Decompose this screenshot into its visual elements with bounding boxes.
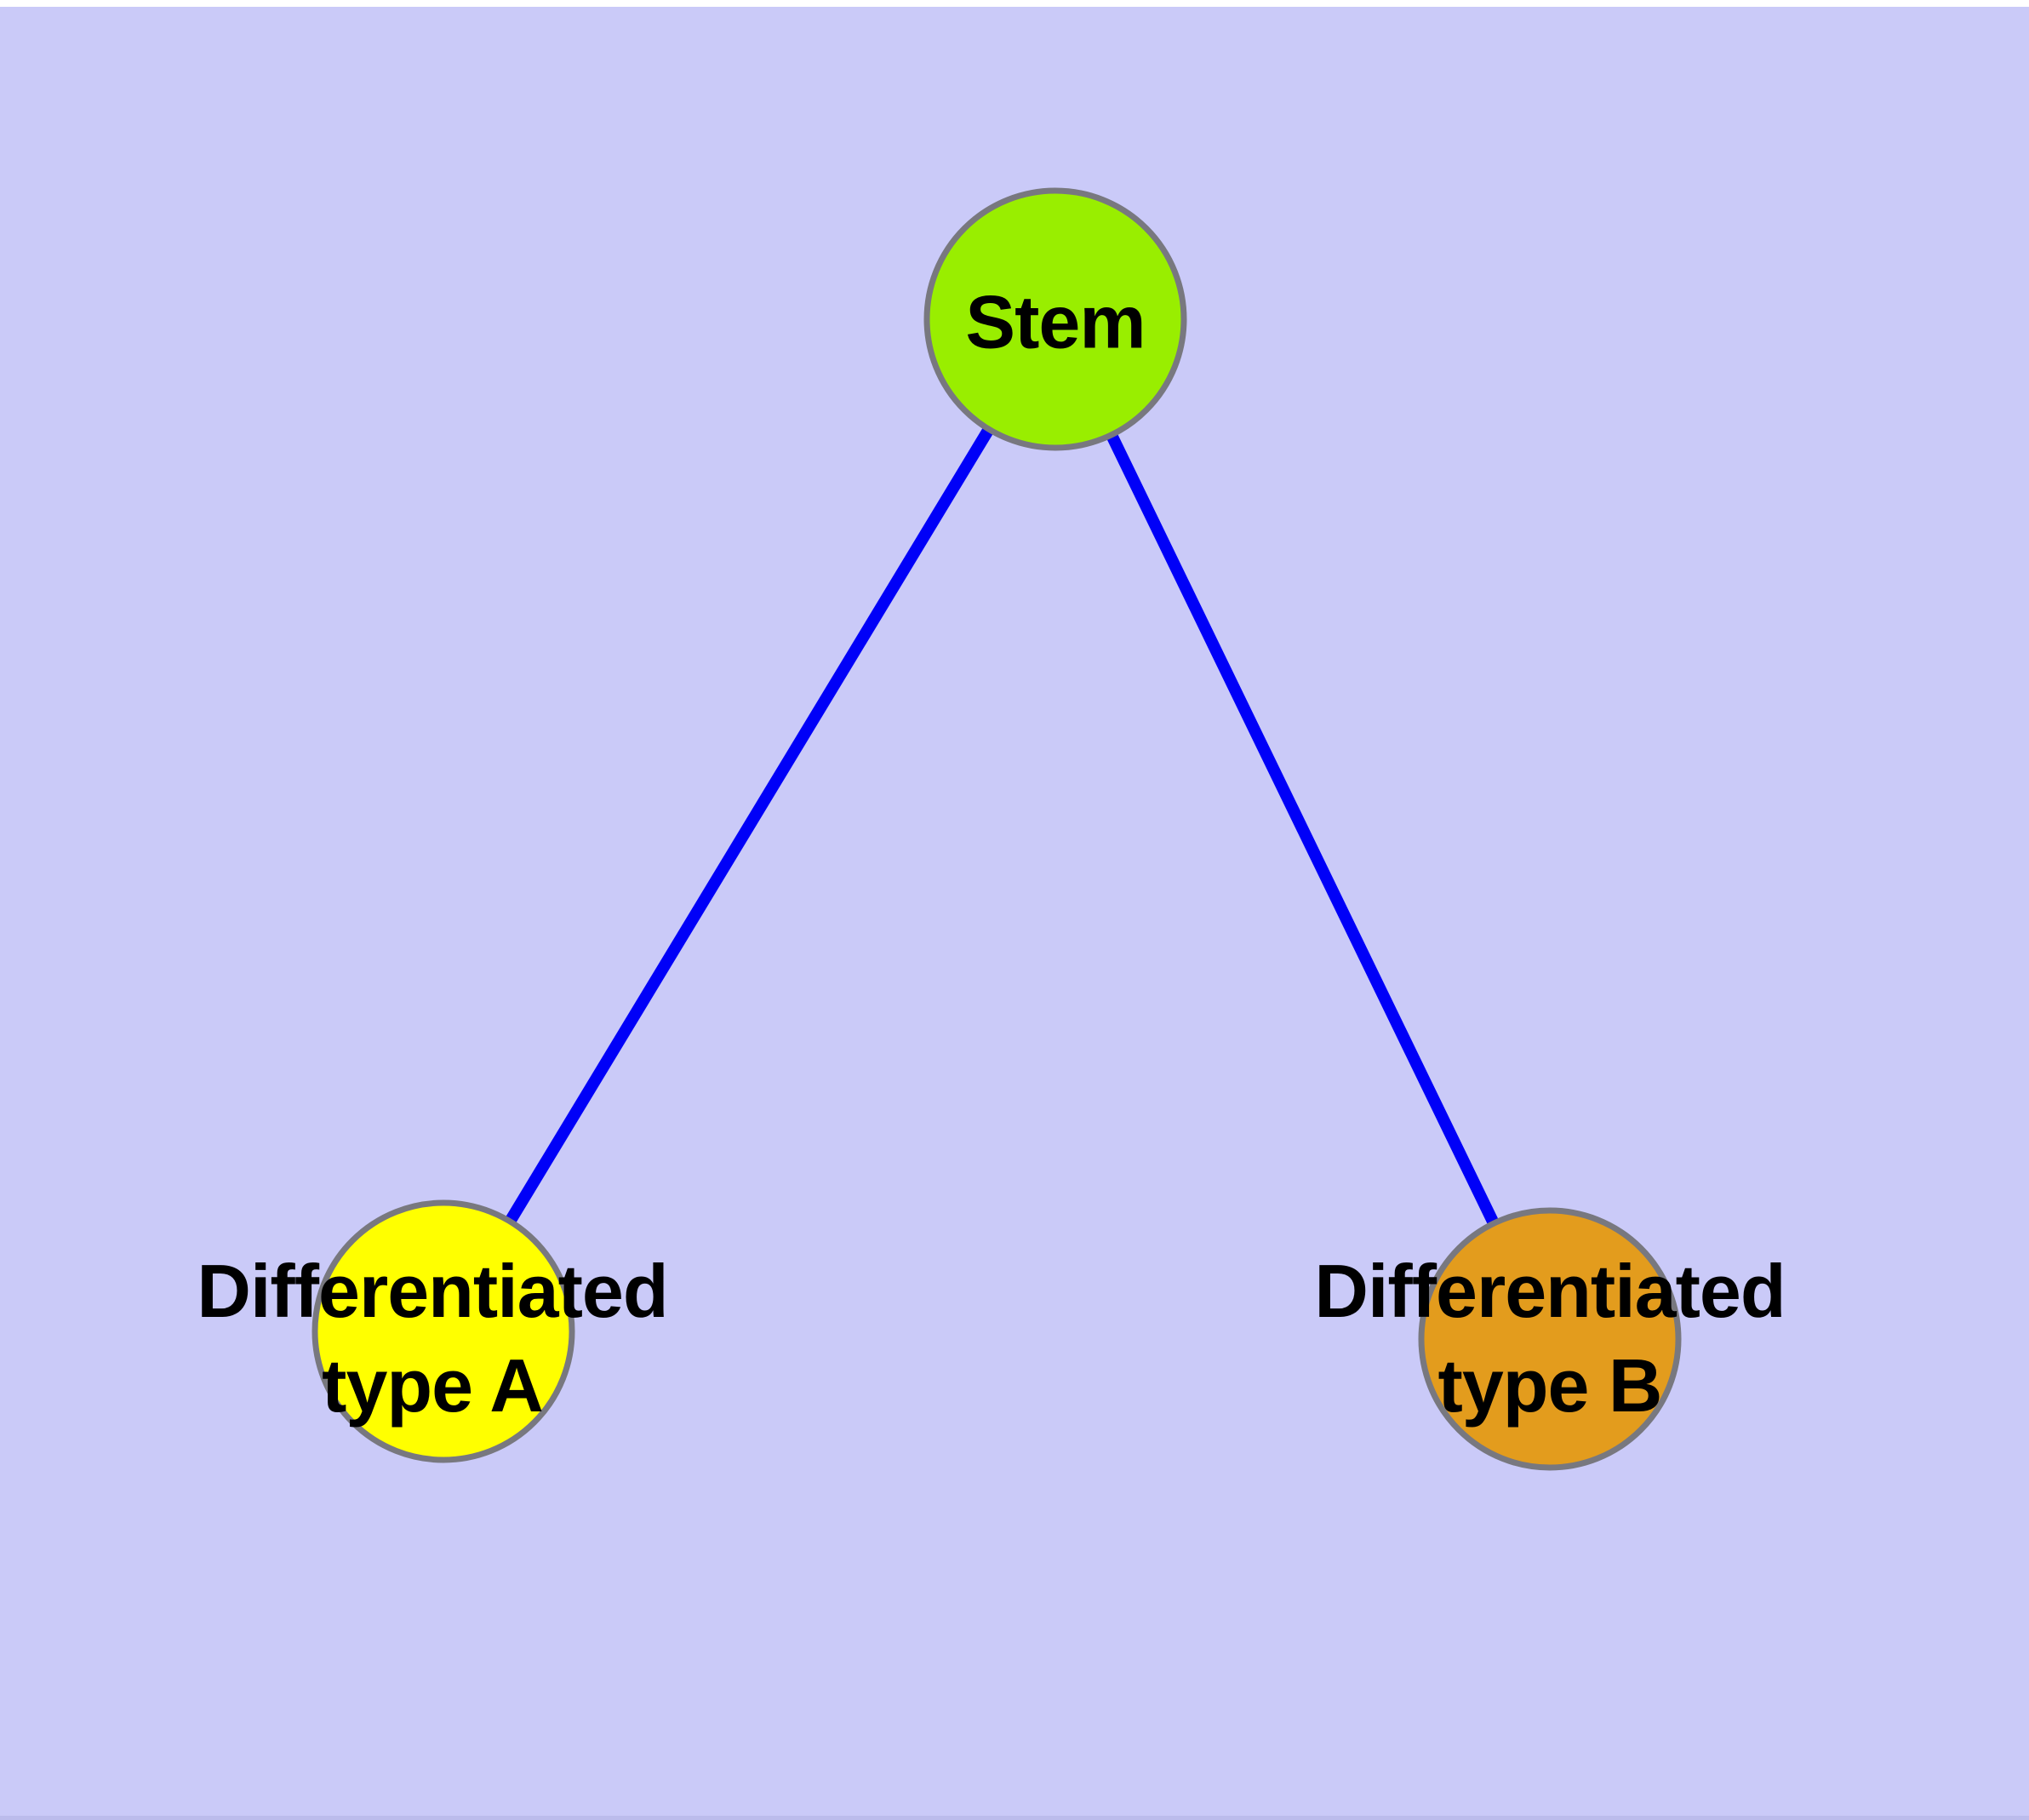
node-label-line: type A <box>322 1343 544 1428</box>
node-circle-type-a <box>311 1199 575 1463</box>
node-label-line: Differentiated <box>1314 1249 1786 1333</box>
node-label-line: Stem <box>965 279 1146 364</box>
node-label-stem: Stem <box>965 275 1146 369</box>
node-label-type-b: Differentiated type B <box>1314 1244 1786 1433</box>
edge-stem-to-type-a <box>438 316 1060 1335</box>
bottom-border-strip <box>0 1816 2029 1820</box>
node-label-type-a: Differentiated type A <box>197 1244 668 1433</box>
node-label-line: Differentiated <box>197 1249 668 1333</box>
top-border-strip <box>0 0 2029 7</box>
node-label-line: type B <box>1437 1343 1663 1428</box>
node-circle-stem <box>923 187 1187 451</box>
node-circle-type-b <box>1418 1207 1682 1471</box>
edge-stem-to-type-b <box>1049 316 1556 1342</box>
